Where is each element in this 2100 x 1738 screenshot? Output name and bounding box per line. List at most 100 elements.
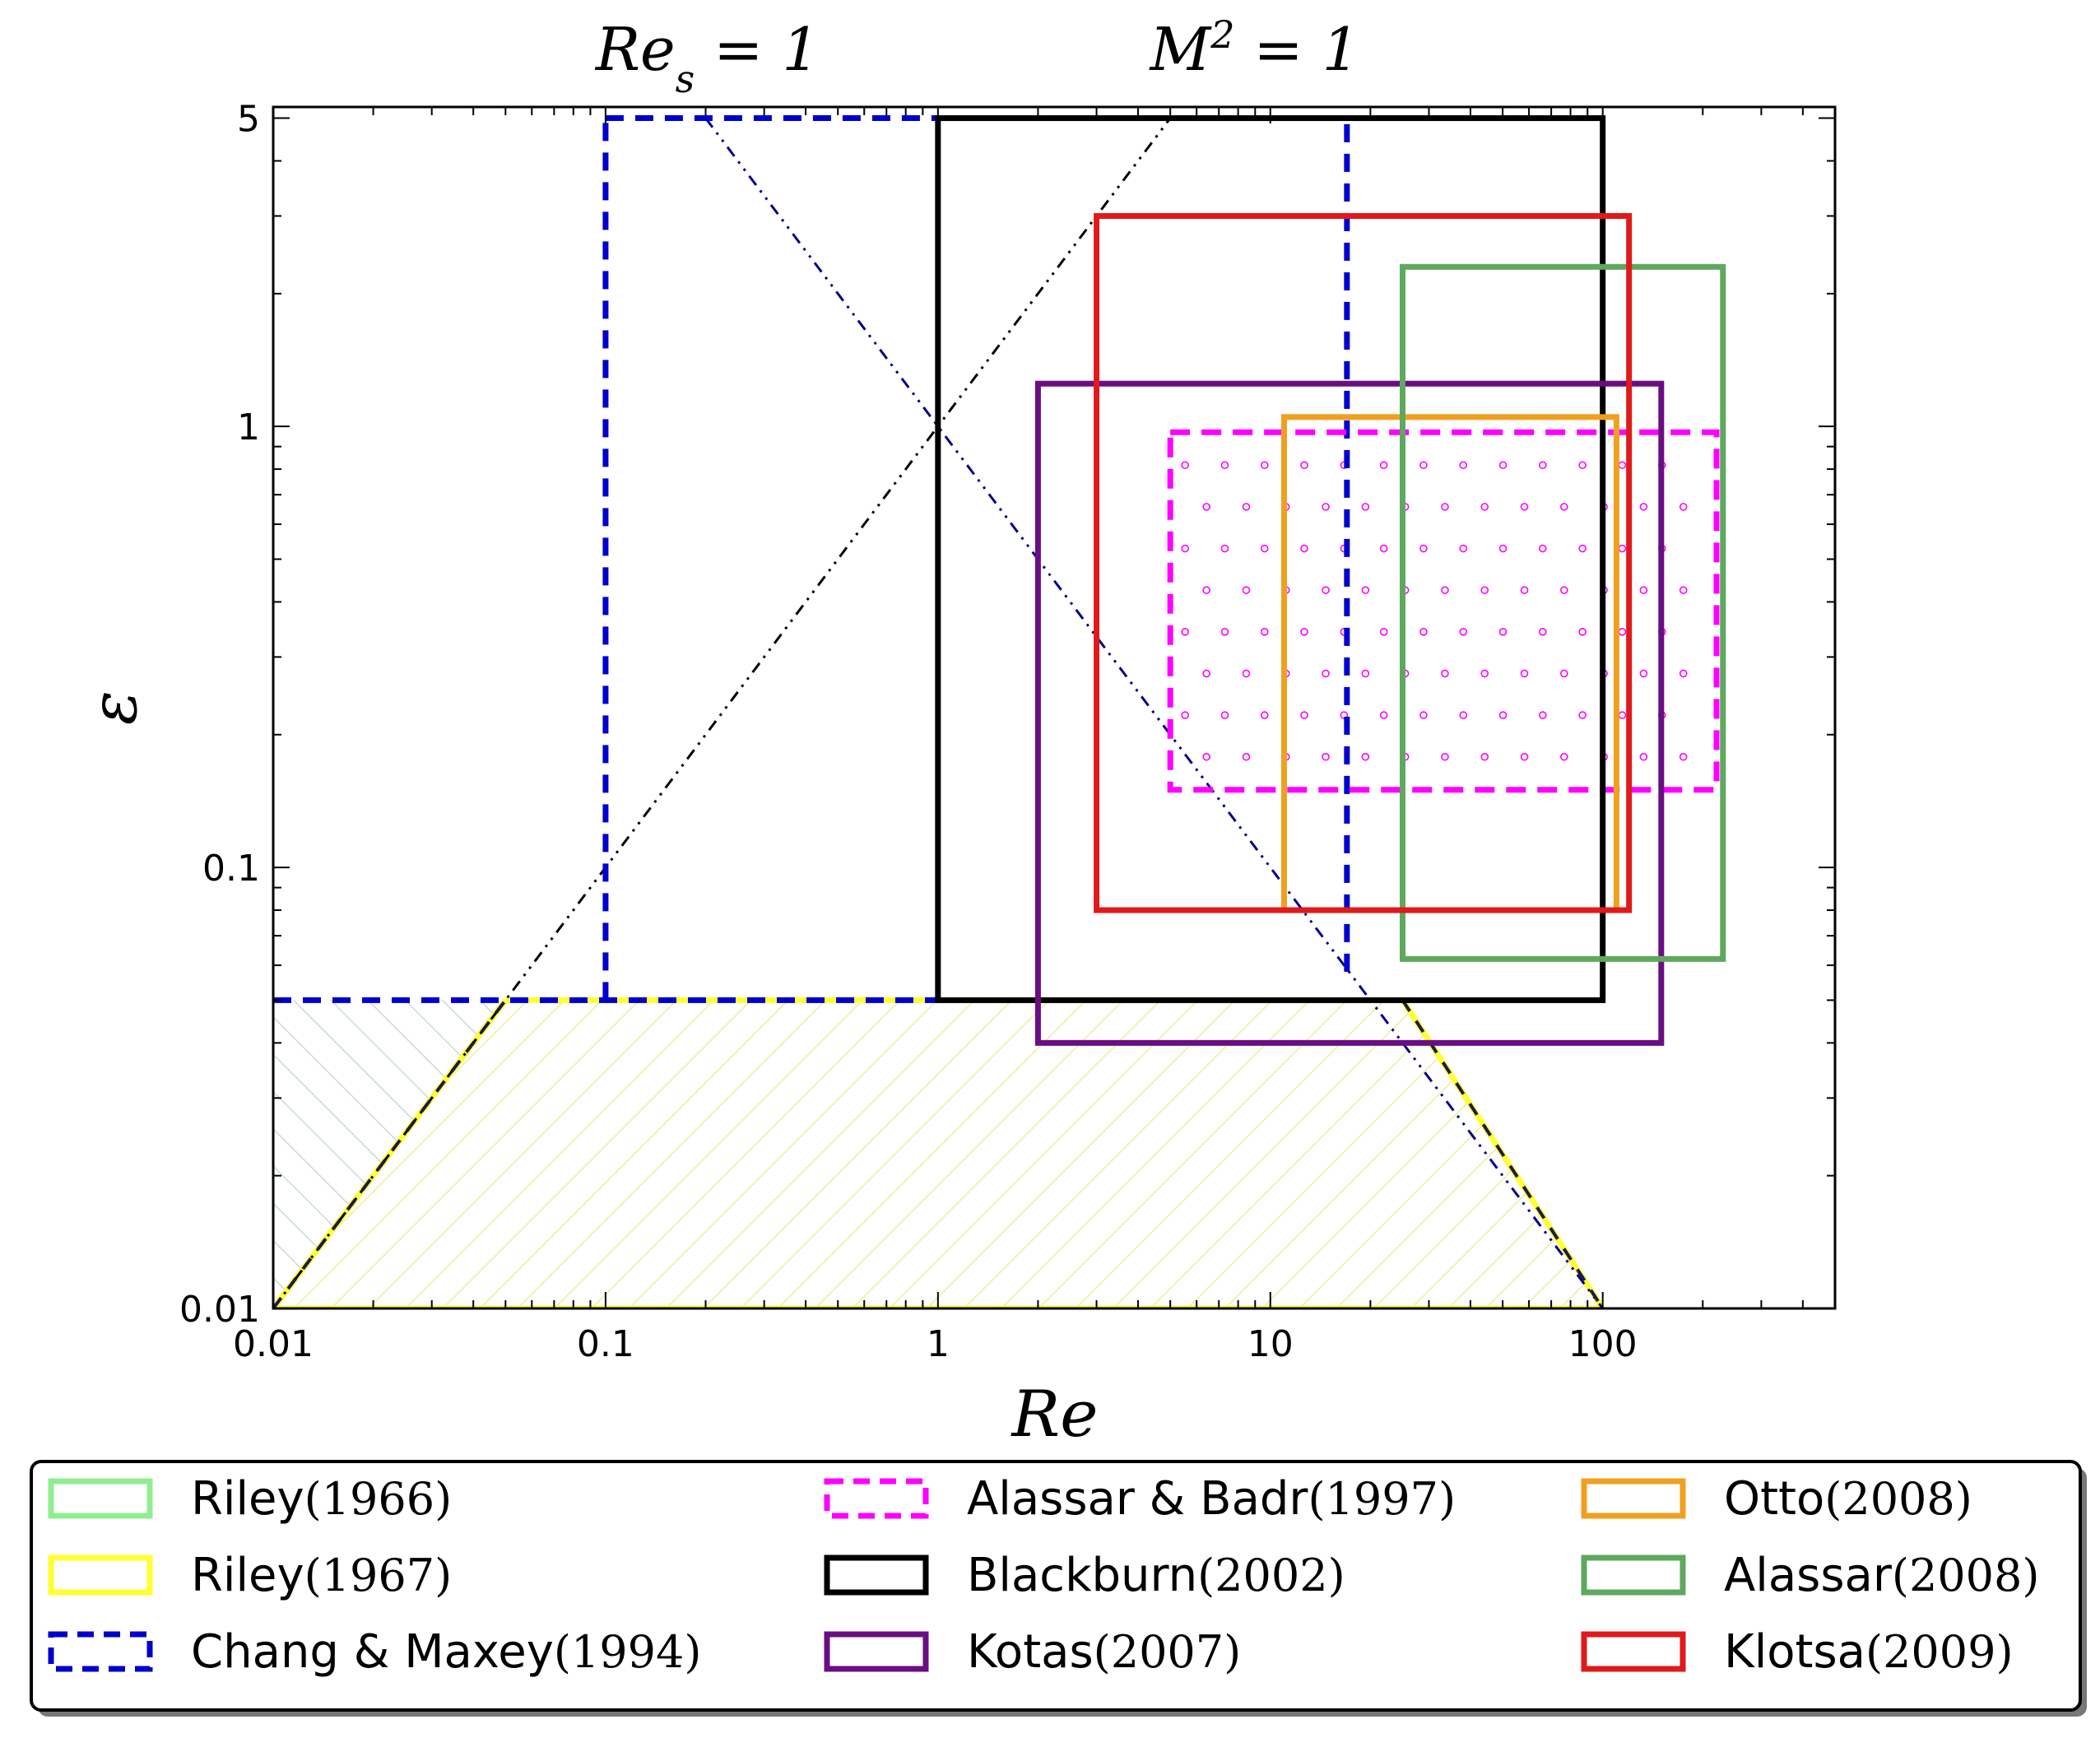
dot-mark <box>1361 586 1370 594</box>
dot-mark <box>1498 544 1508 553</box>
dot-mark <box>1361 669 1370 678</box>
dot-mark <box>1220 627 1229 636</box>
x-tick-label: 1 <box>927 1323 950 1365</box>
dot-mark <box>1361 503 1370 511</box>
legend-label: Klotsa(2009) <box>1724 1625 2014 1679</box>
dot-mark <box>1578 461 1587 470</box>
dot-mark <box>1202 669 1210 678</box>
legend-year: (2008) <box>1892 1550 2040 1601</box>
dot-mark <box>1202 586 1210 594</box>
dot-mark <box>1202 752 1210 761</box>
legend-year: (1967) <box>304 1550 453 1601</box>
dot-mark <box>1300 544 1308 553</box>
guide-lines <box>273 117 1605 1308</box>
dot-mark <box>1260 711 1269 719</box>
dot-mark <box>1498 627 1508 636</box>
dot-mark <box>1300 627 1308 636</box>
dot-fill-marks <box>1181 461 1688 761</box>
dot-mark <box>1242 586 1251 594</box>
study-regions <box>273 115 1726 1046</box>
dot-mark <box>1441 503 1449 511</box>
legend-swatch <box>824 1631 929 1672</box>
legend-label: Otto(2008) <box>1724 1472 1972 1526</box>
dot-mark <box>1520 752 1529 761</box>
dot-mark <box>1618 544 1627 553</box>
rect-klotsa2009 <box>1094 212 1633 913</box>
dot-mark <box>1322 752 1330 761</box>
legend-box <box>30 1460 2082 1712</box>
dot-mark <box>1539 627 1547 636</box>
legend-year: (2009) <box>1865 1626 2014 1678</box>
dot-mark <box>1441 669 1449 678</box>
dot-mark <box>1220 544 1229 553</box>
dot-mark <box>1560 586 1568 594</box>
legend-label: Blackburn(2002) <box>967 1549 1345 1602</box>
annotation-m2: M2 = 1 <box>1149 12 1360 84</box>
legend-label: Riley(1966) <box>191 1472 452 1526</box>
dot-mark <box>1459 627 1468 636</box>
dot-mark <box>1560 752 1568 761</box>
legend-item-klotsa2009: Klotsa(2009) <box>1581 1625 2014 1679</box>
legend-swatch <box>824 1554 929 1596</box>
legend-swatch <box>1581 1478 1686 1519</box>
dot-mark <box>1220 711 1229 719</box>
legend-label: Riley(1967) <box>191 1549 452 1602</box>
dot-mark <box>1242 752 1251 761</box>
legend-item-kotas2007: Kotas(2007) <box>824 1625 1241 1679</box>
legend-swatch <box>1581 1554 1686 1596</box>
legend-label: Kotas(2007) <box>967 1625 1241 1679</box>
dot-mark <box>1181 711 1189 719</box>
x-tick-label: 100 <box>1568 1323 1638 1365</box>
legend-item-otto2008: Otto(2008) <box>1581 1472 1972 1526</box>
dot-mark <box>1322 503 1330 511</box>
legend-item-riley1967: Riley(1967) <box>48 1549 452 1602</box>
dot-mark <box>1379 544 1388 553</box>
x-tick-label: 10 <box>1247 1323 1294 1365</box>
legend-year: (2008) <box>1824 1473 1972 1525</box>
dot-mark <box>1260 627 1269 636</box>
legend-year: (2002) <box>1197 1550 1345 1601</box>
plot-frame <box>272 105 1837 1310</box>
dot-mark <box>1480 752 1489 761</box>
legend-year: (1994) <box>554 1626 702 1678</box>
dot-mark <box>1260 544 1269 553</box>
dot-mark <box>1322 669 1330 678</box>
dot-mark <box>1578 711 1587 719</box>
region-riley1967 <box>273 1000 1603 1308</box>
y-tick-label: 1 <box>237 407 260 448</box>
dot-mark <box>1242 503 1251 511</box>
legend-item-chang-maxey1994: Chang & Maxey(1994) <box>48 1625 701 1679</box>
legend-item-blackburn2002: Blackburn(2002) <box>824 1549 1345 1602</box>
dot-mark <box>1578 544 1587 553</box>
dot-mark <box>1480 503 1489 511</box>
legend: Riley(1966) Riley(1967) Chang & Maxey(1994… <box>30 1460 2087 1717</box>
dot-mark <box>1441 586 1449 594</box>
dot-mark <box>1419 461 1428 470</box>
dot-mark <box>1520 586 1529 594</box>
edge-dash-1 <box>1401 999 1605 1308</box>
dot-mark <box>1220 461 1229 470</box>
rect-otto2008 <box>1280 414 1619 913</box>
dot-mark <box>1181 544 1189 553</box>
y-tick-label: 0.01 <box>179 1289 260 1331</box>
legend-swatch <box>48 1631 153 1672</box>
dot-mark <box>1361 752 1370 761</box>
dot-mark <box>1618 711 1627 719</box>
rect-kotas2007 <box>1034 380 1665 1046</box>
dot-mark <box>1459 544 1468 553</box>
dot-mark <box>1300 711 1308 719</box>
dot-mark <box>1419 627 1428 636</box>
dot-mark <box>1498 461 1508 470</box>
legend-label: Chang & Maxey(1994) <box>191 1625 701 1679</box>
legend-items: Riley(1966) Riley(1967) Chang & Maxey(1994… <box>48 1472 2040 1679</box>
dot-mark <box>1560 669 1568 678</box>
dot-mark <box>1639 586 1648 594</box>
dot-mark <box>1679 669 1688 678</box>
dot-mark <box>1202 503 1210 511</box>
dot-mark <box>1379 461 1388 470</box>
dot-mark <box>1459 711 1468 719</box>
dot-mark <box>1679 586 1688 594</box>
dot-mark <box>1639 669 1648 678</box>
